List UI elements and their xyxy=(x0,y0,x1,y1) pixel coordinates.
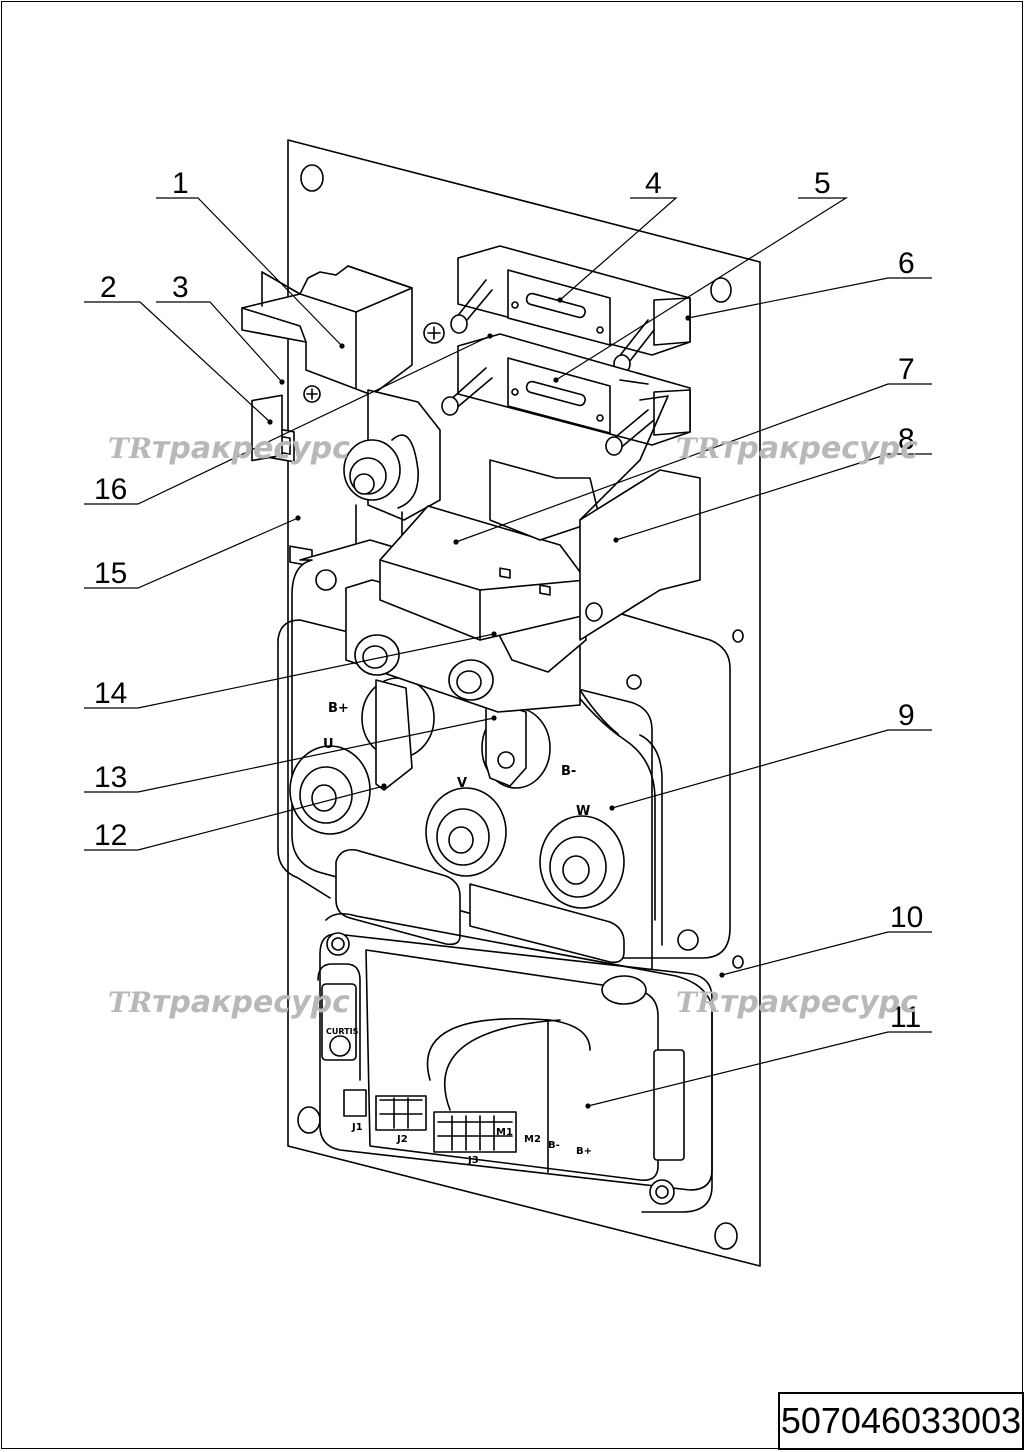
callout-8: 8 xyxy=(898,423,915,456)
component-markings: B+ U V W B- CURTIS J1 J2 J3 M1 M2 B- B+ xyxy=(323,701,592,1166)
callout-10: 10 xyxy=(890,901,923,934)
callout-4: 4 xyxy=(645,167,662,200)
watermark-logo: TR xyxy=(108,432,152,465)
callout-numbers: 1 2 3 4 5 6 7 8 9 10 11 12 13 14 15 16 xyxy=(94,167,923,1034)
curtis-controller-11 xyxy=(317,912,713,1213)
callout-1: 1 xyxy=(172,167,189,200)
mark-v: V xyxy=(457,776,467,791)
watermarks: TR тракресурс TR тракресурс TR тракресур… xyxy=(108,431,918,1020)
terminal-bolt-15 xyxy=(251,389,441,567)
watermark-text: тракресурс xyxy=(152,431,350,466)
document-number: 507046033003 xyxy=(780,1400,1022,1441)
mark-ctl-b-minus: B- xyxy=(548,1140,560,1151)
mark-j3: J3 xyxy=(467,1155,479,1166)
leader-lines xyxy=(84,197,932,1109)
mark-w: W xyxy=(576,804,590,819)
mark-curtis: CURTIS xyxy=(326,1027,359,1036)
callout-9: 9 xyxy=(898,699,915,732)
watermark-logo: TR xyxy=(676,986,720,1019)
callout-14: 14 xyxy=(94,677,127,710)
mark-b-plus: B+ xyxy=(328,701,349,716)
mark-b-minus: B- xyxy=(561,764,576,779)
callout-11: 11 xyxy=(890,1001,921,1034)
watermark-text: тракресурс xyxy=(720,431,918,466)
fuse-holder-5 xyxy=(441,333,691,456)
watermark-logo: TR xyxy=(676,432,720,465)
mark-m1: M1 xyxy=(496,1127,513,1138)
watermark-text: тракресурс xyxy=(152,985,350,1020)
callout-15: 15 xyxy=(94,557,127,590)
watermark-text: тракресурс xyxy=(720,985,918,1020)
watermark-logo: TR xyxy=(108,986,152,1019)
busbar-13 xyxy=(485,699,527,787)
bracket-8 xyxy=(579,379,701,641)
document-number-box: 507046033003 xyxy=(778,1392,1024,1450)
mark-ctl-b-plus: B+ xyxy=(576,1146,592,1157)
callout-6: 6 xyxy=(898,247,915,280)
callout-3: 3 xyxy=(172,271,189,304)
callout-5: 5 xyxy=(814,167,831,200)
callout-2: 2 xyxy=(100,271,117,304)
fuse-holder-4 xyxy=(450,245,691,374)
mark-j1: J1 xyxy=(351,1122,363,1133)
mark-u: U xyxy=(323,737,334,752)
callout-7: 7 xyxy=(898,353,915,386)
callout-12: 12 xyxy=(94,819,127,852)
mark-j2: J2 xyxy=(396,1134,408,1145)
mark-m2: M2 xyxy=(524,1134,541,1145)
callout-16: 16 xyxy=(94,473,127,506)
busbar-12 xyxy=(375,679,413,791)
callout-13: 13 xyxy=(94,761,127,794)
